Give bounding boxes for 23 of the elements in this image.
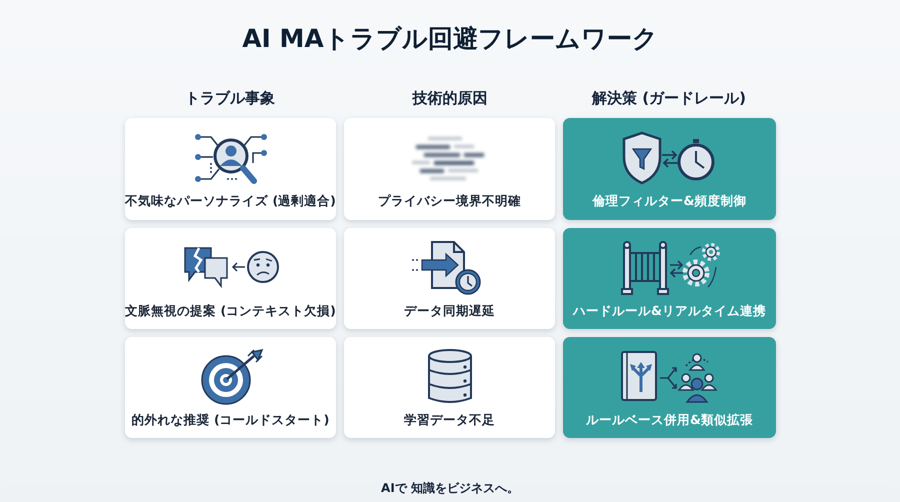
info-card [344,228,555,329]
card-text: 倫理フィルター&頻度制御 [592,193,746,210]
column-header: 解決策 (ガードレール) [592,89,746,108]
card-text: 文脈無視の提案 (コンテキスト欠損) [125,303,336,320]
info-card [125,337,336,438]
column-header: トラブル事象 [185,89,275,108]
card-text: プライバシー境界不明確 [378,193,521,210]
info-card [125,118,336,220]
card-text: ルールベース併用&類似拡張 [586,412,753,429]
solution-card [563,337,776,438]
card-text: データ同期遅延 [404,303,495,320]
info-card [344,118,555,220]
solution-card [563,228,776,329]
card-text: 学習データ不足 [404,412,495,429]
card-text: 不気味なパーソナライズ (過剰適合) [125,193,336,210]
column-header: 技術的原因 [412,89,488,108]
card-text: 的外れな推奨 (コールドスタート) [132,412,330,429]
tagline: AIで 知識をビジネスへ。 [381,480,519,497]
info-card [344,337,555,438]
info-card [125,228,336,329]
card-text: ハードルール&リアルタイム連携 [573,303,766,320]
solution-card [563,118,776,220]
title: AI MAトラブル回避フレームワーク [242,23,658,55]
